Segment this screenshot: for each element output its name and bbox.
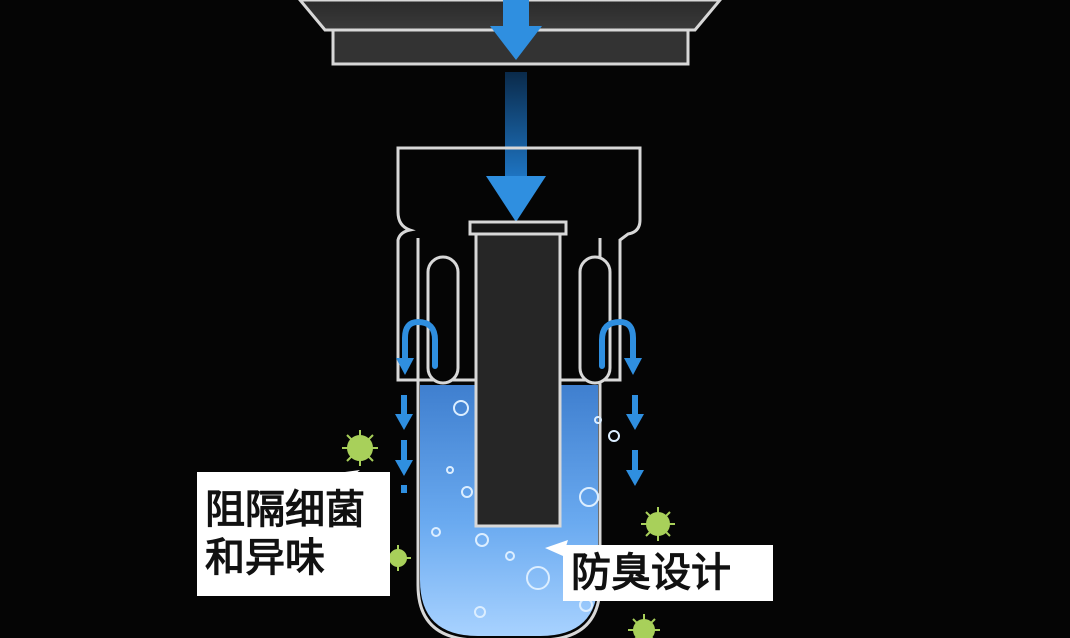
- left-overflow-arrow-icon: [402, 318, 438, 369]
- callout-line-2: 和异味: [205, 535, 325, 581]
- bacteria-icon: [342, 430, 675, 638]
- callout-line-1: 阻隔细菌: [205, 487, 365, 533]
- right-overflow-arrow-icon: [599, 318, 636, 369]
- right-drip-arrow-icon: [626, 395, 644, 486]
- water-bubble-icon: [431, 400, 620, 618]
- left-drip-arrow-icon: [395, 395, 413, 493]
- inner-core-tube: [468, 220, 568, 528]
- right-vent-slot: [578, 255, 612, 385]
- odor-callout-pointer: [545, 540, 568, 556]
- anti-odor-design-callout: 防臭设计: [563, 545, 773, 601]
- bacteria-odor-barrier-callout: 阻隔细菌 和异味: [197, 472, 390, 596]
- callout-text: 防臭设计: [571, 550, 731, 596]
- downflow-arrow-icon: [486, 0, 546, 222]
- drain-cover: [298, 0, 722, 66]
